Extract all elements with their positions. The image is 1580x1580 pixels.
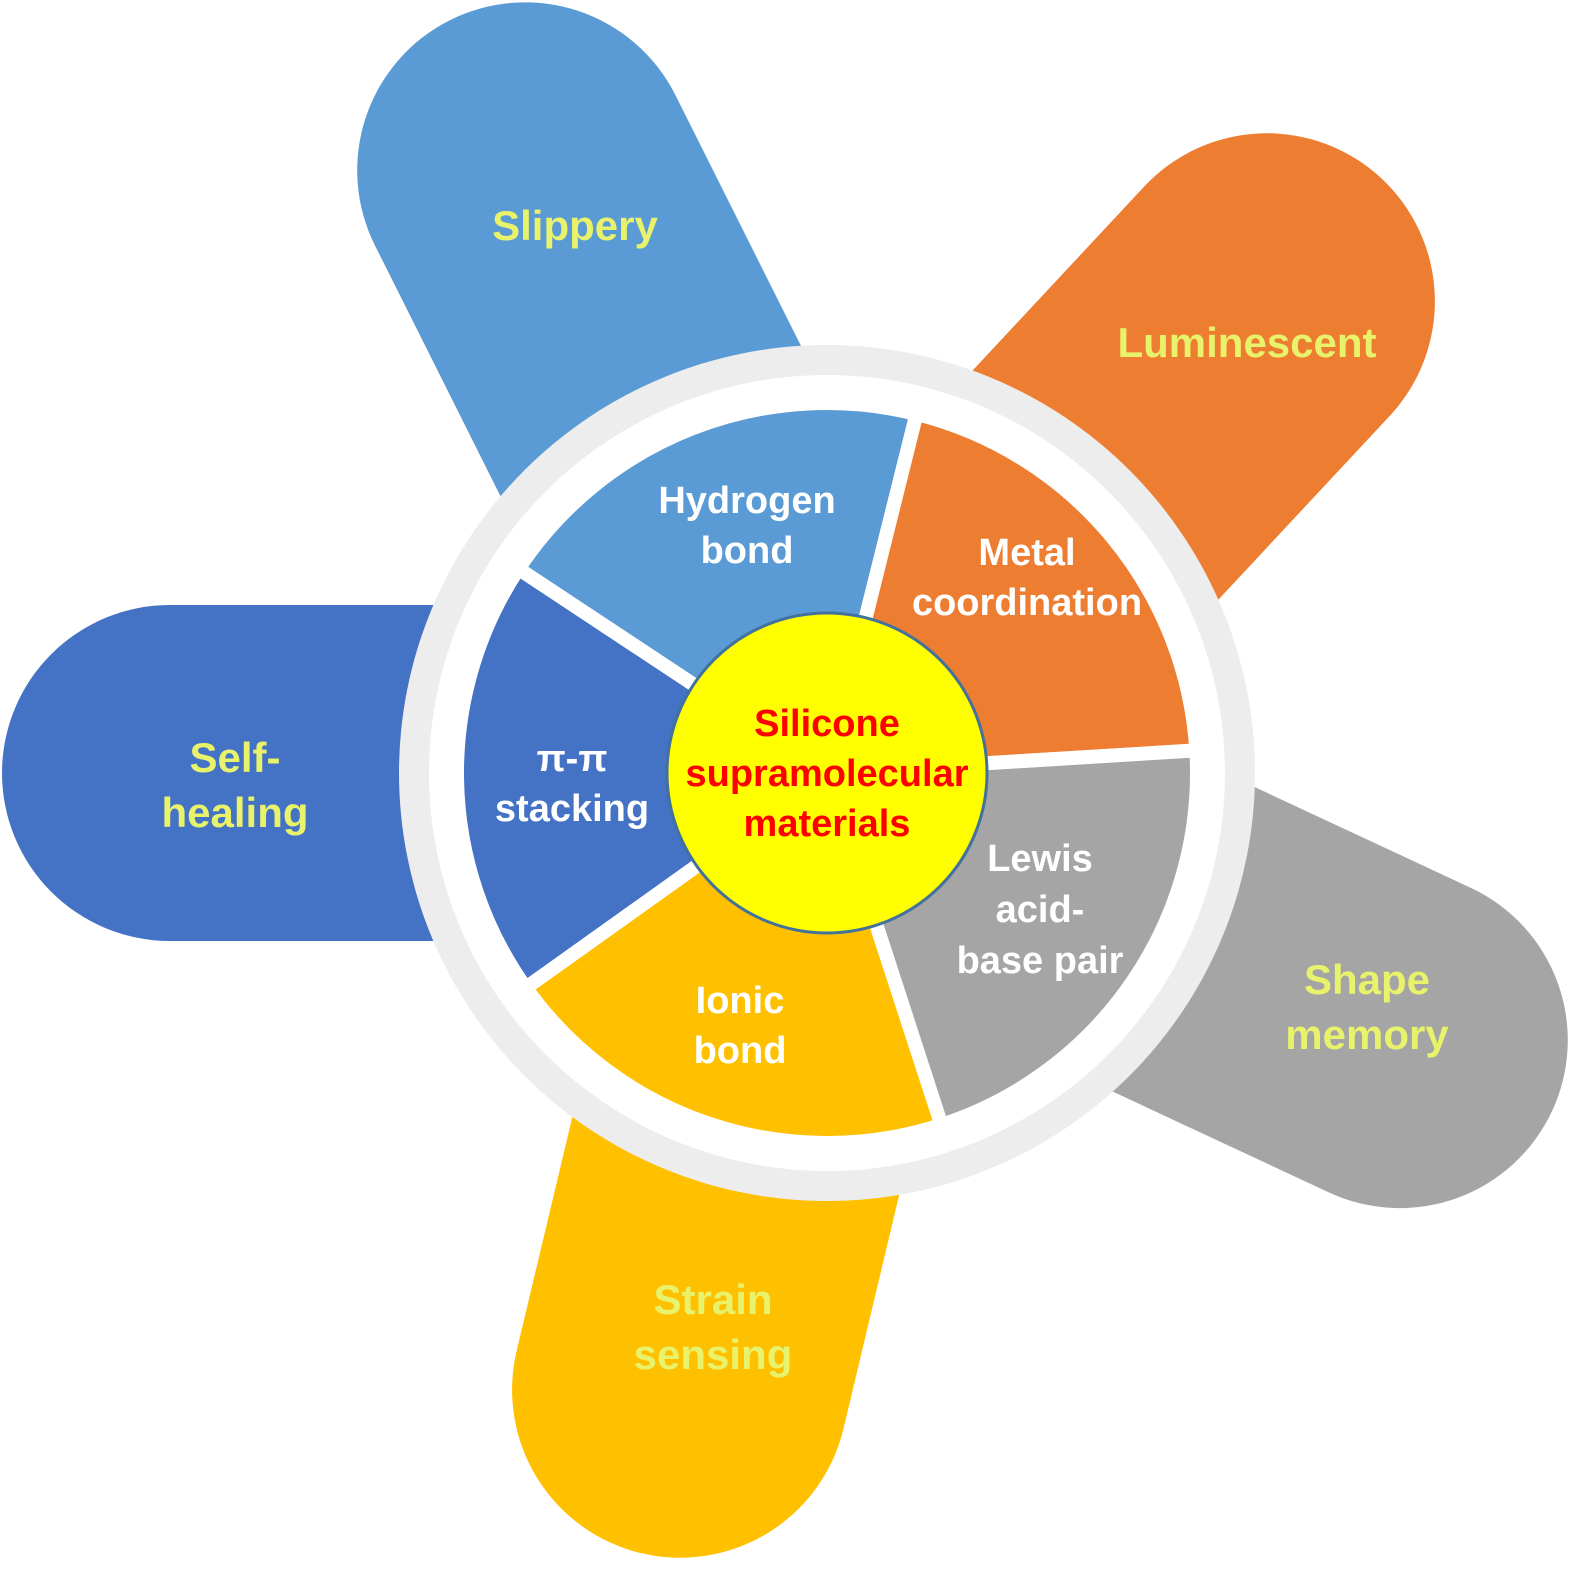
label-ionic-bond-2: bond xyxy=(694,1030,787,1072)
center-label-3: materials xyxy=(744,803,911,845)
center-circle xyxy=(665,611,989,935)
label-lewis-3: base pair xyxy=(957,940,1124,982)
center-label-2: supramolecular xyxy=(686,753,969,795)
label-pi-pi-2: stacking xyxy=(495,788,649,830)
label-pi-pi-1: π-π xyxy=(537,738,608,780)
label-hydrogen-bond-1: Hydrogen xyxy=(658,480,835,522)
label-metal-coordination-2: coordination xyxy=(912,582,1142,624)
label-shape-memory-2: memory xyxy=(1285,1011,1449,1058)
label-lewis-2: acid- xyxy=(996,889,1085,931)
label-self-healing-1: Self- xyxy=(189,734,280,781)
label-shape-memory-1: Shape xyxy=(1304,956,1430,1003)
label-self-healing-2: healing xyxy=(161,789,308,836)
label-strain-sensing-1: Strain xyxy=(653,1276,772,1323)
label-lewis-1: Lewis xyxy=(987,838,1093,880)
label-strain-sensing-2: sensing xyxy=(634,1331,793,1378)
center-label-1: Silicone xyxy=(754,703,900,745)
label-slippery: Slippery xyxy=(492,202,658,249)
label-hydrogen-bond-2: bond xyxy=(701,530,794,572)
label-metal-coordination-1: Metal xyxy=(978,532,1075,574)
label-luminescent: Luminescent xyxy=(1117,319,1376,366)
label-ionic-bond-1: Ionic xyxy=(696,980,785,1022)
